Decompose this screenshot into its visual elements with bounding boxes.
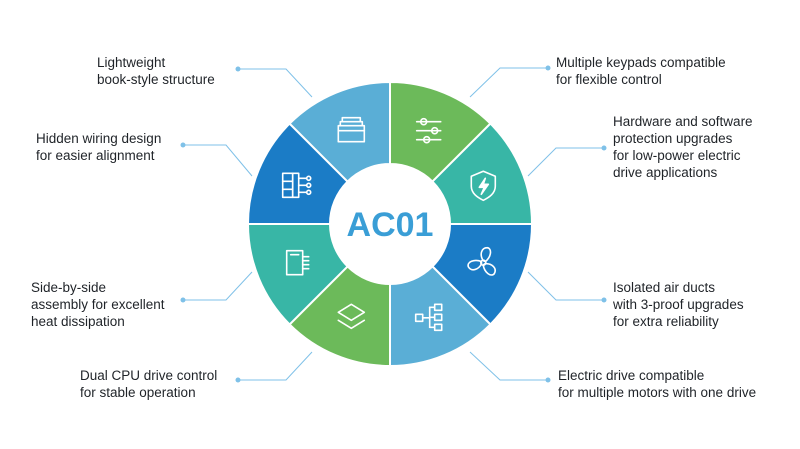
network-tree-icon <box>414 303 443 332</box>
feature-label-lightweight: Lightweight book-style structure <box>97 55 215 87</box>
sliders-icon <box>415 117 442 144</box>
shield-bolt-icon <box>470 170 497 202</box>
connector-air-ducts-dot <box>601 297 607 303</box>
wiring-module-icon <box>281 172 312 199</box>
feature-label-multi-motor: Electric drive compatible for multiple m… <box>558 368 757 400</box>
heatsink-module-icon <box>285 249 310 276</box>
connector-keypads-dot <box>545 65 551 71</box>
center-title: AC01 <box>347 206 434 244</box>
feature-label-dual-cpu: Dual CPU drive control for stable operat… <box>80 368 218 400</box>
layers-icon <box>337 303 366 330</box>
connector-air-ducts <box>527 271 604 301</box>
connector-lightweight-dot <box>235 66 241 72</box>
connector-multi-motor <box>469 351 548 381</box>
connector-dual-cpu <box>238 351 313 381</box>
book-stack-icon <box>337 116 366 143</box>
center-circle <box>330 164 450 284</box>
feature-label-keypads: Multiple keypads compatible for flexible… <box>556 55 726 87</box>
fan-icon <box>467 246 496 276</box>
feature-label-side-by-side: Side-by-side assembly for excellent heat… <box>31 280 165 329</box>
connector-side-by-side-dot <box>180 297 186 303</box>
connector-lightweight <box>238 68 313 98</box>
connector-keypads <box>469 67 548 98</box>
feature-label-air-ducts: Isolated air ducts with 3-proof upgrades… <box>613 280 744 329</box>
connector-multi-motor-dot <box>545 377 551 383</box>
feature-label-hidden-wiring: Hidden wiring design for easier alignmen… <box>36 131 162 163</box>
connector-dual-cpu-dot <box>235 377 241 383</box>
connector-hidden-wiring <box>183 144 253 177</box>
feature-label-protection: Hardware and software protection upgrade… <box>613 114 753 180</box>
connector-hidden-wiring-dot <box>180 142 186 148</box>
connector-protection-dot <box>601 145 607 151</box>
connector-side-by-side <box>183 271 253 301</box>
connector-protection <box>527 147 604 177</box>
